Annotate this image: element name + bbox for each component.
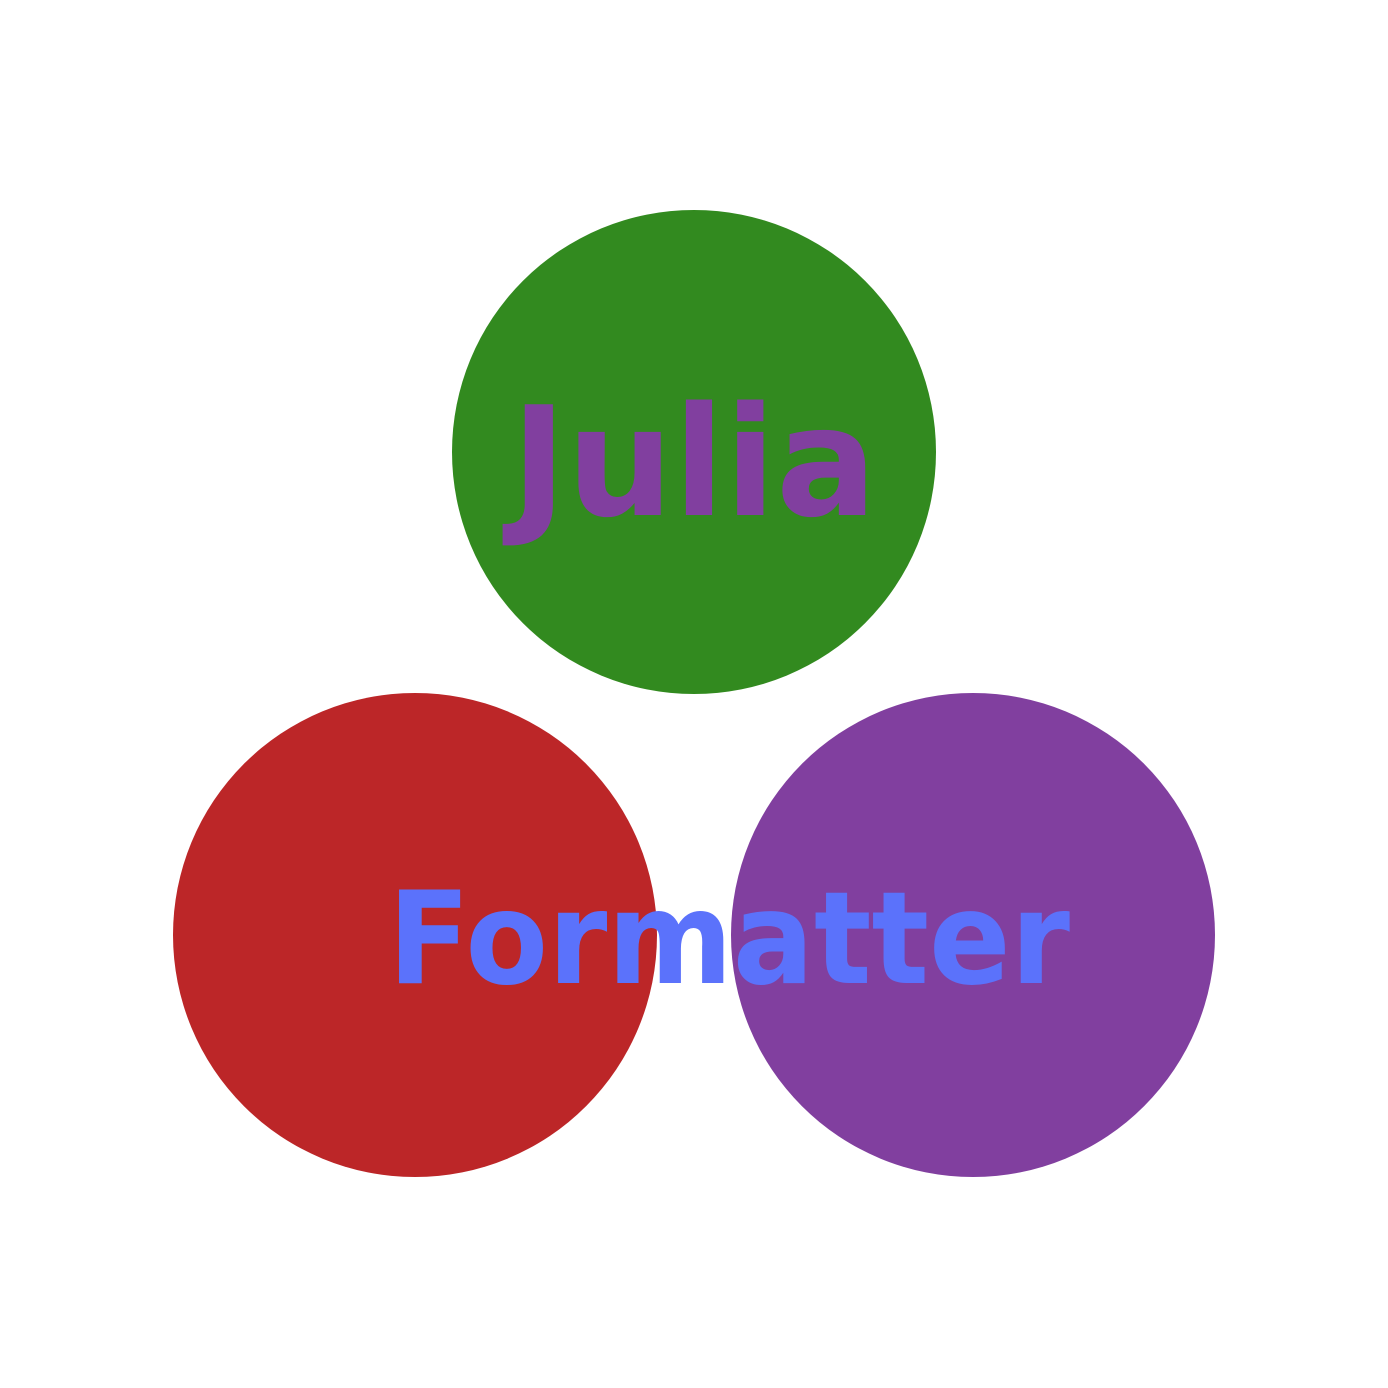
- logo-word-top: Julia: [502, 374, 877, 551]
- logo-word-bottom: Formatter: [388, 865, 1070, 1014]
- green-circle: [452, 210, 936, 694]
- purple-circle: [731, 693, 1215, 1177]
- red-circle: [173, 693, 657, 1177]
